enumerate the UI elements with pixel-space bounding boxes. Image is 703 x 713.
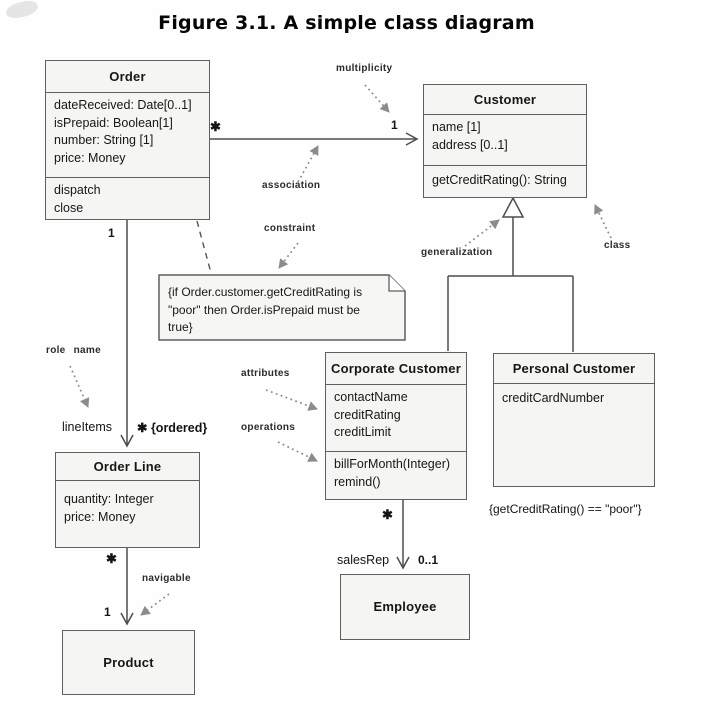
operation: close	[54, 200, 84, 215]
class-name-order-line: Order Line	[93, 458, 162, 474]
class-name-order: Order	[109, 68, 146, 84]
class-name-corporate-customer: Corporate Customer	[330, 360, 461, 376]
operation: billForMonth(Integer)	[334, 457, 451, 471]
attribute: price: Money	[64, 509, 136, 524]
generalization-lines	[447, 217, 574, 352]
constraint-note-dogear	[388, 275, 405, 292]
annotation-association: association	[262, 180, 321, 191]
attribute: creditLimit	[334, 425, 391, 439]
operations-pointer-arrow	[277, 441, 318, 462]
multiplicity-orderline-product-target: 1	[104, 605, 111, 619]
class-name-personal-customer: Personal Customer	[512, 360, 636, 376]
attribute: contactName	[334, 390, 408, 404]
attribute: creditRating	[334, 407, 401, 422]
multiplicity-orderline-product-source: ✱	[106, 551, 117, 566]
note-line: "poor" then Order.isPrepaid must be	[168, 302, 360, 317]
annotation-navigable: navigable	[142, 573, 191, 584]
customer-attributes-compartment: name [1] address [0..1]	[424, 114, 586, 165]
generalization-pointer-arrow	[464, 219, 500, 247]
operation: dispatch	[54, 183, 101, 197]
multiplicity-order-customer-source: ✱	[210, 119, 221, 134]
orderline-attributes-compartment: quantity: Integer price: Money	[56, 480, 199, 547]
attribute: dateReceived: Date[0..1]	[54, 98, 192, 112]
class-name-employee: Employee	[373, 599, 437, 615]
personal-attributes-compartment: creditCardNumber	[494, 383, 654, 486]
class-box-employee: Employee	[340, 574, 470, 640]
attribute: number: String [1]	[54, 133, 154, 147]
attribute: price: Money	[54, 150, 126, 165]
operation: getCreditRating(): String	[432, 173, 567, 187]
multiplicity-corporate-employee-target: 0..1	[418, 553, 439, 567]
class-name-customer: Customer	[473, 91, 537, 107]
annotation-role-name: role name	[46, 345, 101, 356]
constraint-pointer-arrow	[278, 242, 299, 269]
class-box-order-line: Order Line quantity: Integer price: Mone…	[55, 452, 200, 548]
class-box-customer: Customer name [1] address [0..1] getCred…	[423, 84, 587, 198]
annotation-multiplicity: multiplicity	[336, 63, 393, 74]
annotation-constraint: constraint	[264, 223, 316, 234]
class-box-corporate-customer: Corporate Customer contactName creditRat…	[325, 352, 467, 500]
multiplicity-pointer-arrow	[364, 84, 390, 113]
attributes-pointer-arrow	[265, 389, 318, 411]
corporate-attributes-compartment: contactName creditRating creditLimit	[326, 384, 466, 451]
class-pointer-arrow	[594, 204, 612, 239]
attribute: name [1]	[432, 120, 481, 134]
class-box-product: Product	[62, 630, 195, 695]
corporate-operations-compartment: billForMonth(Integer) remind()	[326, 451, 466, 499]
attribute: quantity: Integer	[64, 492, 154, 506]
constraint-note-text: {if Order.customer.getCreditRating is "p…	[168, 284, 404, 337]
generalization-triangle	[501, 196, 525, 218]
attribute: address [0..1]	[432, 137, 508, 152]
note-attachment-dashed-line	[196, 220, 212, 274]
order-operations-compartment: dispatch close	[46, 177, 209, 219]
attribute: isPrepaid: Boolean[1]	[54, 115, 173, 130]
multiplicity-order-orderline-source: 1	[108, 226, 115, 240]
annotation-attributes: attributes	[241, 368, 290, 379]
class-box-order: Order dateReceived: Date[0..1] isPrepaid…	[45, 60, 210, 220]
operation: remind()	[334, 474, 381, 489]
order-attributes-compartment: dateReceived: Date[0..1] isPrepaid: Bool…	[46, 92, 209, 177]
annotation-generalization: generalization	[421, 247, 493, 258]
association-pointer-arrow	[297, 145, 319, 183]
role-name-pointer-arrow	[69, 365, 90, 408]
navigable-pointer-arrow	[140, 593, 170, 616]
multiplicity-order-customer-target: 1	[391, 118, 398, 132]
class-name-product: Product	[103, 654, 154, 670]
customer-operations-compartment: getCreditRating(): String	[424, 165, 586, 197]
multiplicity-corporate-employee-source: ✱	[382, 507, 393, 522]
class-box-personal-customer: Personal Customer creditCardNumber	[493, 353, 655, 487]
figure-title: Figure 3.1. A simple class diagram	[158, 12, 535, 34]
role-name-salesrep: salesRep	[337, 553, 390, 567]
constraint-note-shape	[158, 274, 406, 341]
personal-customer-constraint: {getCreditRating() == "poor"}	[489, 502, 642, 516]
role-name-lineitems: lineItems	[62, 420, 113, 434]
annotation-class: class	[604, 240, 631, 251]
annotation-operations: operations	[241, 422, 296, 433]
note-line: true}	[168, 320, 193, 334]
note-line: {if Order.customer.getCreditRating is	[168, 285, 363, 299]
attribute: creditCardNumber	[502, 391, 605, 405]
multiplicity-order-orderline-target: ✱ {ordered}	[137, 421, 208, 435]
